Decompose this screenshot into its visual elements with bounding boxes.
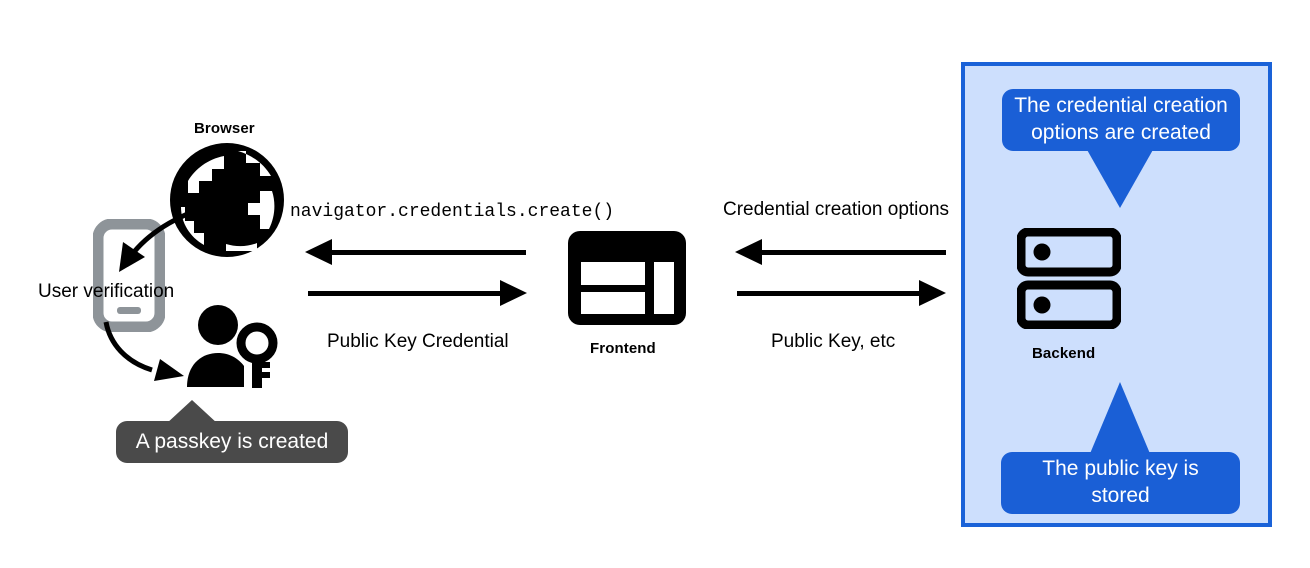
callout-line-2: options are created [1031, 121, 1211, 144]
arrow-head-frontend-to-browser [305, 239, 332, 265]
arrow-shaft-backend-to-frontend [760, 250, 946, 255]
callout-tail-public-key-stored [1089, 382, 1151, 456]
callout-tail-passkey-created [166, 400, 218, 424]
server-rack-icon [1017, 228, 1121, 329]
arrow-head-frontend-to-backend [919, 280, 946, 306]
user-with-key-icon [185, 305, 280, 390]
arrow-head-browser-to-frontend [500, 280, 527, 306]
frontend-label: Frontend [590, 340, 656, 357]
user-verification-label: User verification [38, 281, 175, 302]
mobile-phone-icon [93, 219, 165, 332]
backend-label: Backend [1032, 345, 1096, 362]
callout-line-1: The credential creation [1014, 94, 1228, 118]
arrow-phone-to-user [100, 318, 210, 388]
callout-line-2: stored [1091, 484, 1150, 507]
arrow-shaft-browser-to-frontend [308, 291, 503, 296]
browser-label: Browser [194, 120, 255, 137]
arrow-label-public-key-credential: Public Key Credential [327, 331, 509, 352]
callout-public-key-stored: The public key is stored [1001, 452, 1240, 514]
arrow-label-navigator-create: navigator.credentials.create() [290, 202, 615, 222]
callout-passkey-created: A passkey is created [116, 421, 348, 463]
callout-tail-credential-options [1086, 148, 1154, 208]
arrow-shaft-frontend-to-backend [737, 291, 922, 296]
arrow-label-credential-creation-options: Credential creation options [723, 199, 950, 220]
globe-icon [168, 141, 286, 259]
arrow-label-public-key-etc: Public Key, etc [771, 331, 896, 352]
arrow-head-backend-to-frontend [735, 239, 762, 265]
arrow-browser-to-phone [92, 200, 212, 280]
callout-line-1: The public key is [1042, 457, 1199, 481]
arrow-shaft-frontend-to-browser [330, 250, 526, 255]
browser-window-icon [568, 231, 686, 325]
callout-credential-options-created: The credential creation options are crea… [1002, 89, 1240, 151]
